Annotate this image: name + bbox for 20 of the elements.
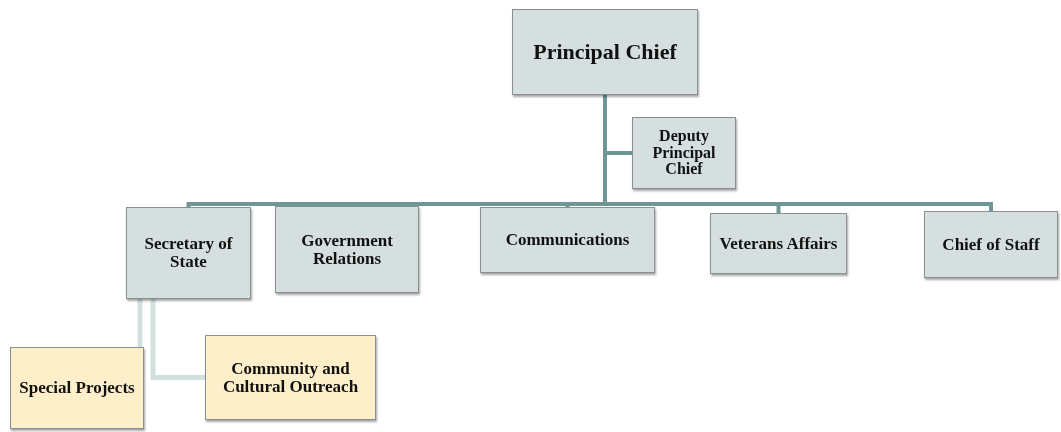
org-box (10, 347, 144, 429)
box-label: Principal Chief (533, 40, 677, 64)
connector-line (137, 299, 143, 347)
box-label: Veterans Affairs (719, 234, 838, 253)
box-label: Community and Cultural Outreach (221, 359, 360, 396)
box-label: Chief of Staff (942, 235, 1040, 254)
org-box (126, 207, 251, 299)
org-box (924, 211, 1058, 278)
org-box (632, 117, 736, 189)
box-label: Special Projects (19, 379, 135, 397)
box-label: Secretary of State (143, 235, 234, 271)
box-label: Government Relations (300, 231, 394, 268)
org-box (710, 213, 847, 274)
box-label: Communications (505, 231, 630, 249)
box-label: Deputy Principal Chief (651, 127, 717, 179)
org-box (512, 9, 698, 95)
org-box (275, 206, 419, 293)
connector-line (150, 299, 205, 380)
org-box (480, 207, 655, 273)
org-box (205, 335, 376, 420)
